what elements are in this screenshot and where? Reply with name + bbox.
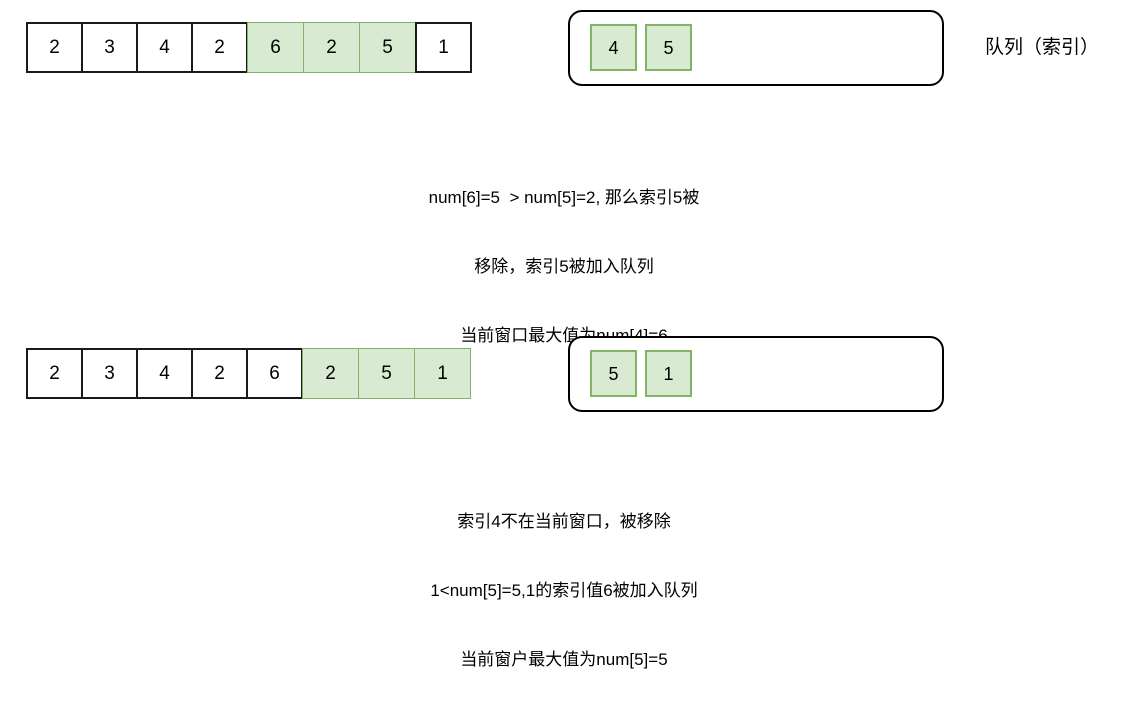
array-cell-highlighted: 5 <box>359 22 416 73</box>
array-cell: 4 <box>136 348 193 399</box>
queue-container-step2: 5 1 <box>568 336 944 412</box>
queue-label: 队列（索引） <box>985 37 1100 58</box>
array-cell-highlighted: 1 <box>414 348 471 399</box>
array-cell-highlighted: 6 <box>247 22 304 73</box>
array-cell-highlighted: 5 <box>358 348 415 399</box>
caption-line: 当前窗口最大值为num[4]=6 <box>460 326 668 345</box>
caption-line: 移除，索引5被加入队列 <box>474 257 654 276</box>
diagram-canvas: 2 3 4 2 6 2 5 1 4 5 队列（索引） num[6]=5 > nu… <box>26 10 1100 669</box>
caption-line: 当前窗户最大值为num[5]=5 <box>460 650 668 669</box>
queue-items-step1: 4 5 <box>590 24 692 71</box>
array-cell-highlighted: 2 <box>303 22 360 73</box>
queue-item: 4 <box>590 24 637 71</box>
array-cell: 3 <box>81 348 138 399</box>
array-row-step1: 2 3 4 2 6 2 5 1 <box>26 22 472 73</box>
array-cell: 2 <box>26 348 83 399</box>
caption-line: 索引4不在当前窗口，被移除 <box>457 512 671 531</box>
array-cell: 2 <box>26 22 83 73</box>
caption-line: 1<num[5]=5,1的索引值6被加入队列 <box>430 581 698 600</box>
array-cell-highlighted: 2 <box>302 348 359 399</box>
queue-item: 5 <box>590 350 637 397</box>
queue-item: 5 <box>645 24 692 71</box>
array-cell: 3 <box>81 22 138 73</box>
caption-line: num[6]=5 > num[5]=2, 那么索引5被 <box>428 188 700 207</box>
array-row-step2: 2 3 4 2 6 2 5 1 <box>26 348 471 399</box>
array-cell: 1 <box>415 22 472 73</box>
queue-item: 1 <box>645 350 692 397</box>
caption-step2: 索引4不在当前窗口，被移除 1<num[5]=5,1的索引值6被加入队列 当前窗… <box>0 464 1128 717</box>
queue-container-step1: 4 5 <box>568 10 944 86</box>
array-cell: 2 <box>191 348 248 399</box>
queue-items-step2: 5 1 <box>590 350 692 397</box>
array-cell: 2 <box>191 22 248 73</box>
array-cell: 6 <box>246 348 303 399</box>
array-cell: 4 <box>136 22 193 73</box>
